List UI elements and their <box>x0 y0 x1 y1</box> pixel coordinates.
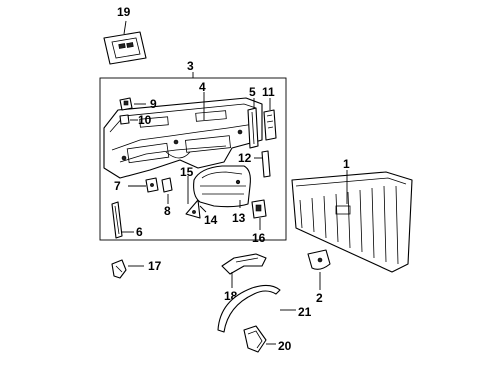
callout-6: 6 <box>136 225 143 239</box>
callout-8: 8 <box>164 204 171 218</box>
part-5-channel <box>247 98 259 149</box>
callout-12: 12 <box>238 151 252 165</box>
part-13-housing <box>193 165 251 208</box>
part-1-tailgate <box>291 170 413 273</box>
callout-15: 15 <box>180 165 194 179</box>
part-16-striker <box>251 199 267 230</box>
part-19-bracket <box>103 20 147 65</box>
part-11-hinge <box>263 98 277 141</box>
part-9-clip <box>119 97 146 111</box>
callout-17: 17 <box>148 259 162 273</box>
part-20-pad <box>243 325 276 353</box>
callout-14: 14 <box>204 213 218 227</box>
callout-3: 3 <box>187 59 194 73</box>
part-6-rod <box>111 201 134 239</box>
callout-5: 5 <box>249 85 256 99</box>
callout-1: 1 <box>343 157 350 171</box>
callout-13: 13 <box>232 211 246 225</box>
part-14-bezel <box>185 199 207 219</box>
part-7-retainer <box>128 177 159 193</box>
callout-10: 10 <box>138 113 152 127</box>
part-4-inner-panel <box>103 92 263 179</box>
part-18-strap <box>221 253 267 288</box>
callout-7: 7 <box>114 179 121 193</box>
part-8-latch <box>161 177 173 204</box>
part-12-strip <box>254 150 271 178</box>
part-10-clip <box>119 114 138 125</box>
callout-2: 2 <box>316 291 323 305</box>
part-21-molding <box>217 284 296 333</box>
callout-16: 16 <box>252 231 266 245</box>
callout-19: 19 <box>117 5 131 19</box>
assembly-frame <box>99 72 287 241</box>
part-2-latch-cover <box>307 249 331 290</box>
callout-21: 21 <box>298 305 312 319</box>
callout-11: 11 <box>262 85 275 99</box>
callout-4: 4 <box>199 80 206 94</box>
part-17-hinge-pin <box>111 259 144 279</box>
callout-20: 20 <box>278 339 292 353</box>
callout-9: 9 <box>150 97 157 111</box>
